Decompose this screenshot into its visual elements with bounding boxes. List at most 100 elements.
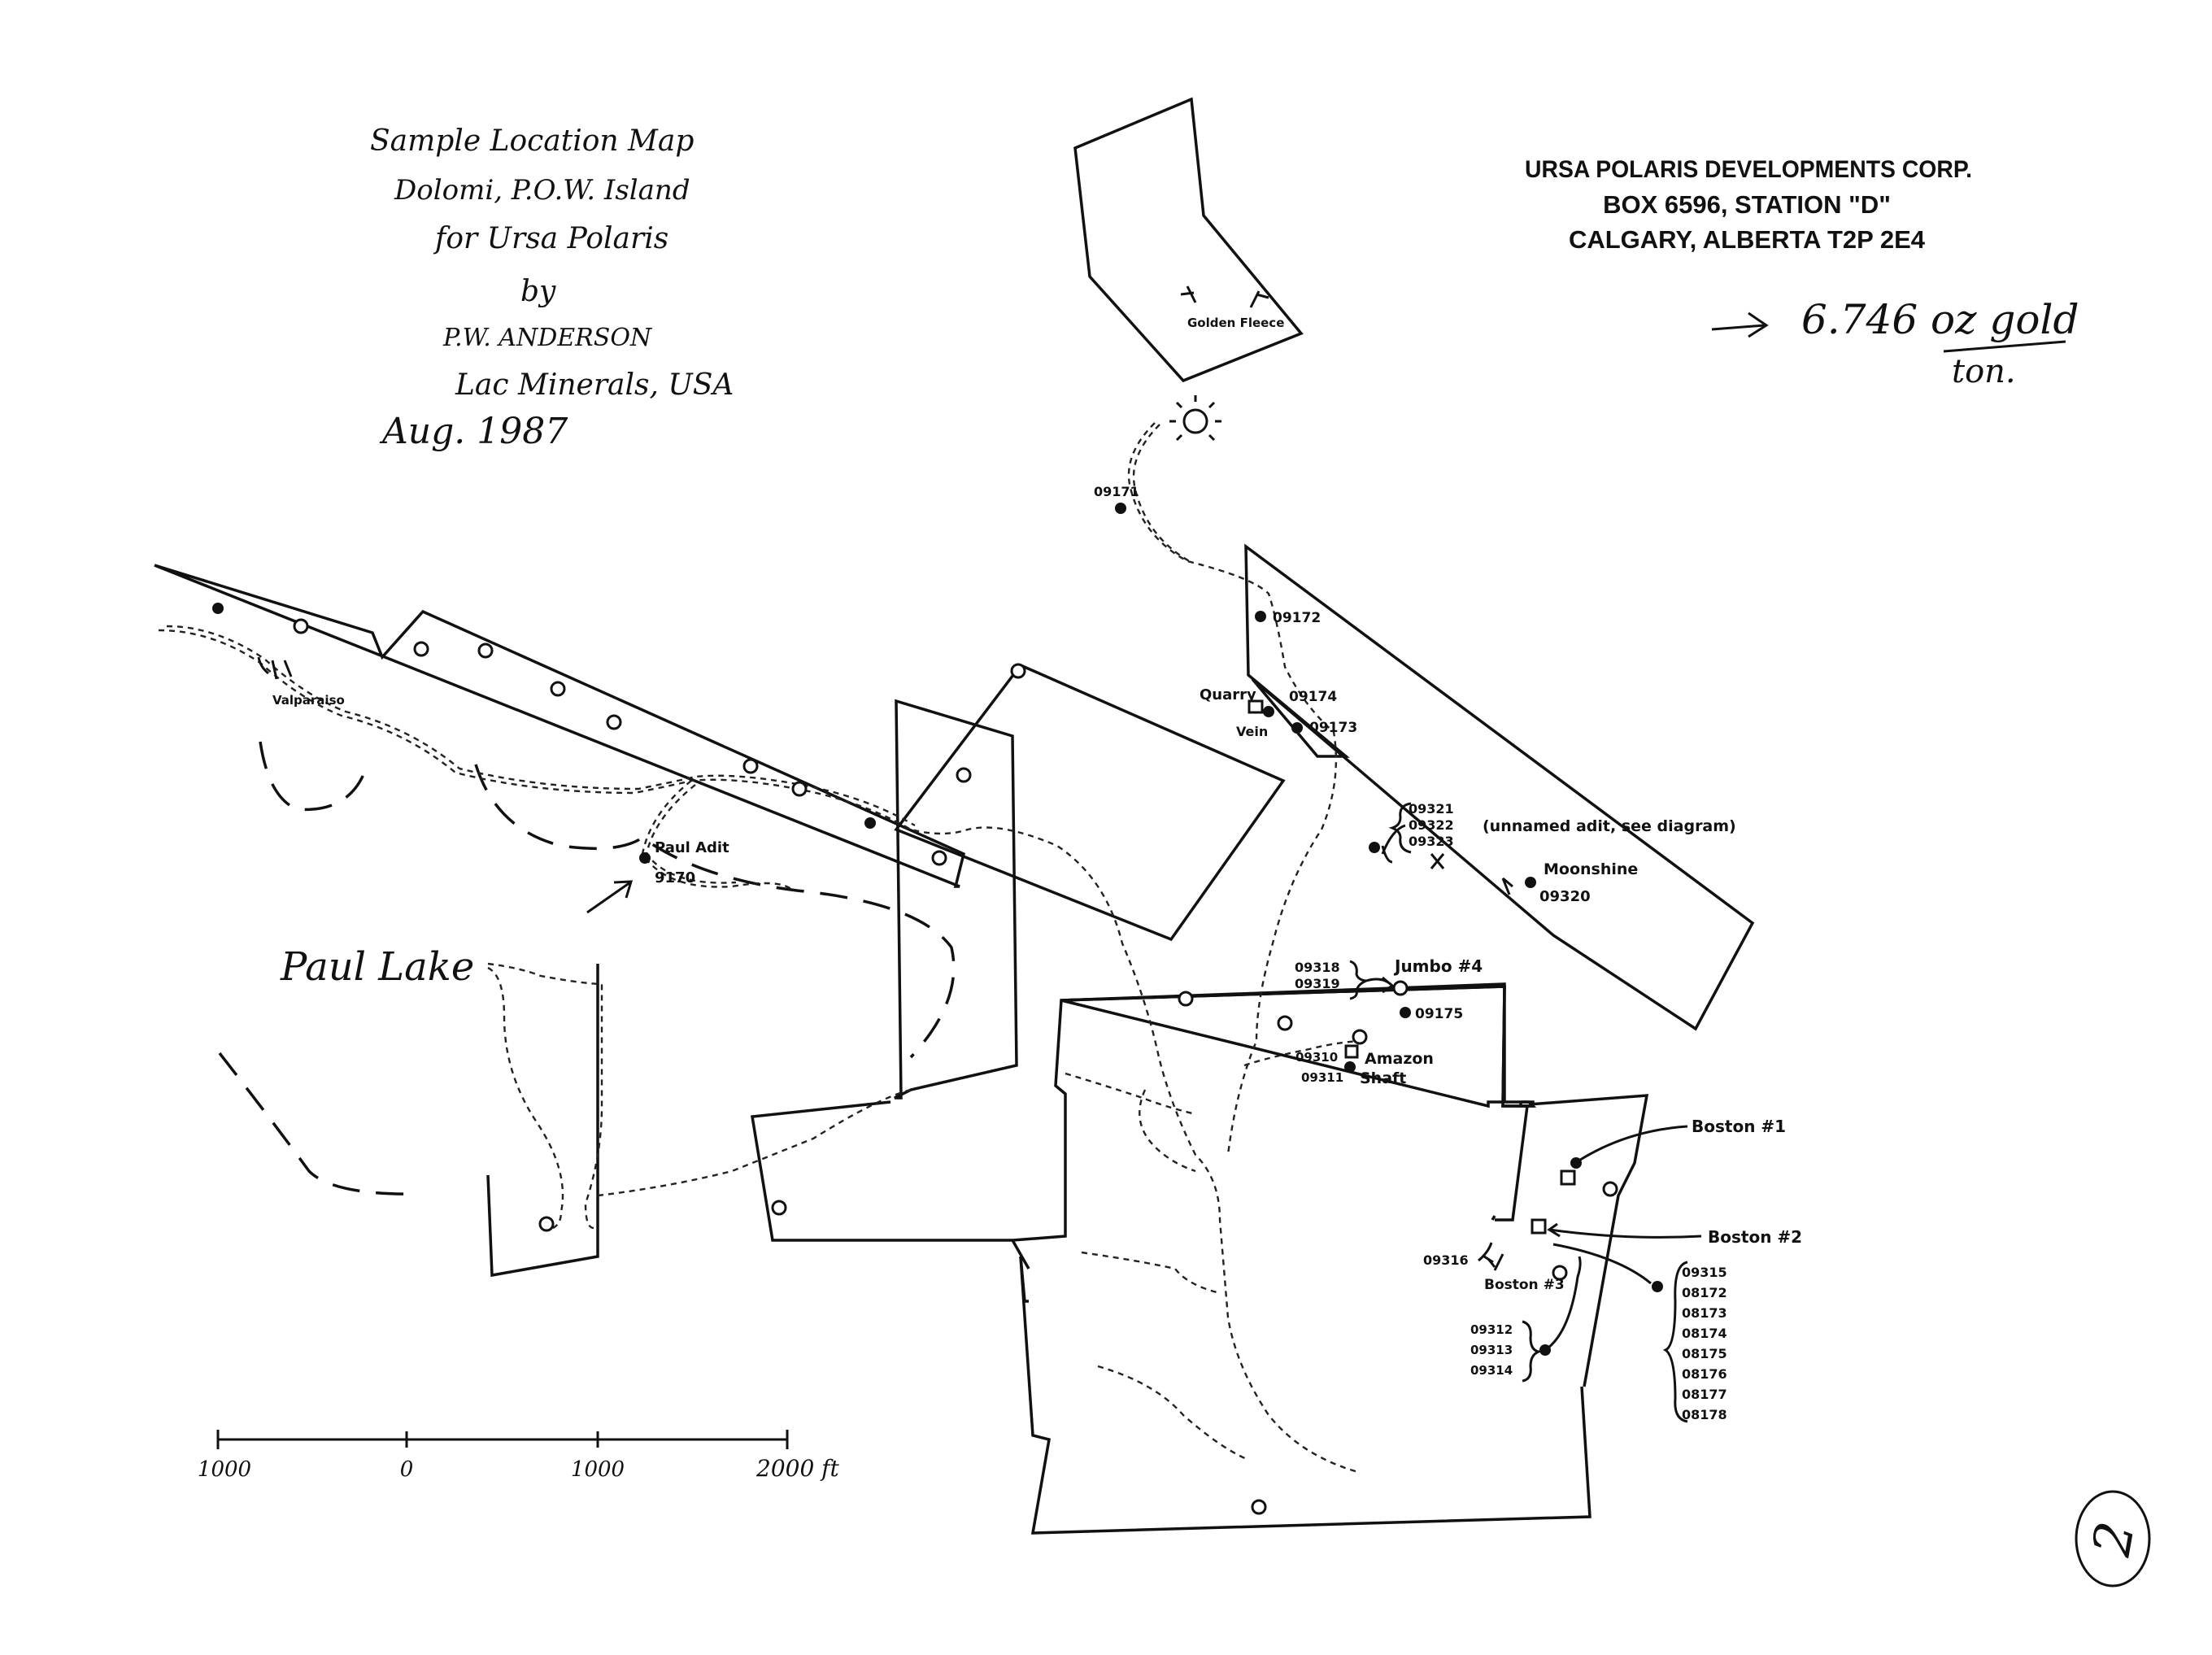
claim-southern-block	[1060, 982, 1535, 1108]
sample-08176-label: 08176	[1682, 1366, 1727, 1382]
adit-icon	[257, 285, 1513, 1271]
gold-grade-unit: ton.	[1952, 353, 2016, 390]
sample-09313-label: 09313	[1470, 1343, 1513, 1357]
paul-adit-label: Paul Adit	[655, 839, 729, 856]
sample-08178-label: 08178	[1682, 1407, 1727, 1422]
sample-09175-label: 09175	[1415, 1006, 1463, 1022]
paul-lake-shoreline	[218, 741, 956, 1196]
title-line-3: for Ursa Polaris	[433, 222, 668, 255]
shaft-square-icon	[1344, 1044, 1359, 1059]
title-line-1: Sample Location Map	[370, 124, 694, 158]
sample-08172-label: 08172	[1682, 1285, 1727, 1300]
claim-southern-outline	[1060, 985, 1537, 1108]
claim-central	[894, 699, 1018, 1100]
claim-south-left-lower	[1019, 1256, 1029, 1303]
claim-south-left	[750, 1100, 1012, 1242]
sample-09315-label: 09315	[1682, 1265, 1727, 1280]
claim-northwest-strip	[154, 564, 966, 888]
sample-site	[742, 758, 759, 774]
leader-line	[1548, 1228, 1702, 1239]
arrow-icon	[1365, 976, 1395, 994]
open-pit-icon	[1169, 395, 1221, 442]
open-sample-sites	[293, 618, 1618, 1515]
sample-08173-label: 08173	[1682, 1305, 1727, 1321]
shaft-square-icon	[1531, 1218, 1547, 1235]
unnamed-adit-icon	[1381, 824, 1406, 864]
sample-09312-label: 09312	[1470, 1322, 1513, 1337]
sample-09314-label: 09314	[1470, 1363, 1513, 1378]
sample-site	[1251, 1499, 1267, 1515]
jumbo-label: Jumbo #4	[1393, 956, 1483, 976]
shaft-square-icon	[1248, 699, 1264, 714]
sample-point	[1263, 706, 1274, 717]
leader-line	[1552, 1243, 1652, 1285]
sample-09173-label: 09173	[1309, 720, 1357, 736]
fraction-bar	[1943, 340, 2066, 353]
sample-site	[1010, 663, 1026, 679]
paul-lake-label: Paul Lake	[280, 944, 474, 990]
sample-site	[1552, 1265, 1568, 1281]
sample-point	[1344, 1061, 1356, 1073]
claim-central-rect	[894, 663, 1286, 942]
adit-icon	[1478, 1242, 1494, 1264]
golden-fleece-label: Golden Fleece	[1187, 316, 1284, 330]
gold-grade-value: 6.746 oz gold	[1801, 296, 2079, 343]
sample-09318-label: 09318	[1295, 960, 1340, 975]
sample-point	[212, 603, 224, 614]
sample-08174-label: 08174	[1682, 1326, 1727, 1341]
sample-point	[639, 852, 651, 864]
scale-bar	[216, 1430, 789, 1449]
sample-site	[293, 618, 309, 634]
sample-site	[1178, 991, 1194, 1007]
leader-line	[1544, 1256, 1582, 1352]
claim-boston-east	[1528, 1094, 1649, 1387]
sample-09172-label: 09172	[1273, 610, 1321, 626]
sample-point	[1369, 842, 1380, 853]
sample-09310-label: 09310	[1295, 1050, 1338, 1065]
sample-08175-label: 08175	[1682, 1346, 1727, 1361]
sample-site	[956, 767, 972, 783]
sample-site	[1392, 980, 1409, 996]
sample-point	[1255, 611, 1266, 622]
bracket	[1388, 802, 1412, 854]
claim-southern-main	[1010, 985, 1529, 1270]
sample-08177-label: 08177	[1682, 1387, 1727, 1402]
vein-label: Vein	[1236, 724, 1268, 739]
shaft-square-icon	[1560, 1169, 1576, 1186]
sample-site	[538, 1216, 555, 1232]
boston-1-label: Boston #1	[1692, 1117, 1786, 1136]
bracket	[1662, 1261, 1688, 1423]
stamp-line-2: BOX 6596, STATION "D"	[1603, 190, 1891, 219]
title-date: Aug. 1987	[379, 411, 568, 452]
sample-point	[1400, 1007, 1411, 1018]
sample-09174-label: 09174	[1289, 689, 1337, 705]
title-line-5: P.W. ANDERSON	[442, 324, 653, 352]
unnamed-adit-label: (unnamed adit, see diagram)	[1483, 817, 1736, 835]
quarry-label: Quarry	[1200, 686, 1256, 703]
sample-09316-label: 09316	[1423, 1252, 1469, 1268]
scale-label-2000ft: 2000 ft	[755, 1455, 840, 1482]
sample-site	[771, 1200, 787, 1216]
arrow-icon	[1547, 1222, 1561, 1238]
sample-site	[413, 641, 429, 657]
claim-southern-bottom	[1019, 1256, 1592, 1535]
boston-3-label: Boston #3	[1484, 1277, 1565, 1293]
arrow-right-icon	[1711, 311, 1769, 338]
page-number-circle	[2075, 1490, 2151, 1587]
scale-label-0: 0	[400, 1457, 414, 1482]
sample-point	[1652, 1281, 1663, 1292]
sample-point	[1115, 503, 1126, 514]
sample-site	[1602, 1181, 1618, 1197]
bracket	[1522, 1320, 1544, 1383]
boston-2-label: Boston #2	[1708, 1227, 1802, 1247]
moonshine-label: Moonshine	[1544, 860, 1638, 878]
stamp-line-3: CALGARY, ALBERTA T2P 2E4	[1569, 225, 1926, 254]
moonshine-sample-label: 09320	[1539, 888, 1591, 905]
sample-site	[1352, 1029, 1368, 1045]
sample-09323-label: 09323	[1409, 834, 1454, 849]
sample-09319-label: 09319	[1295, 976, 1340, 991]
sample-09171-label: 09171	[1094, 484, 1139, 499]
sample-site	[1277, 1015, 1293, 1031]
